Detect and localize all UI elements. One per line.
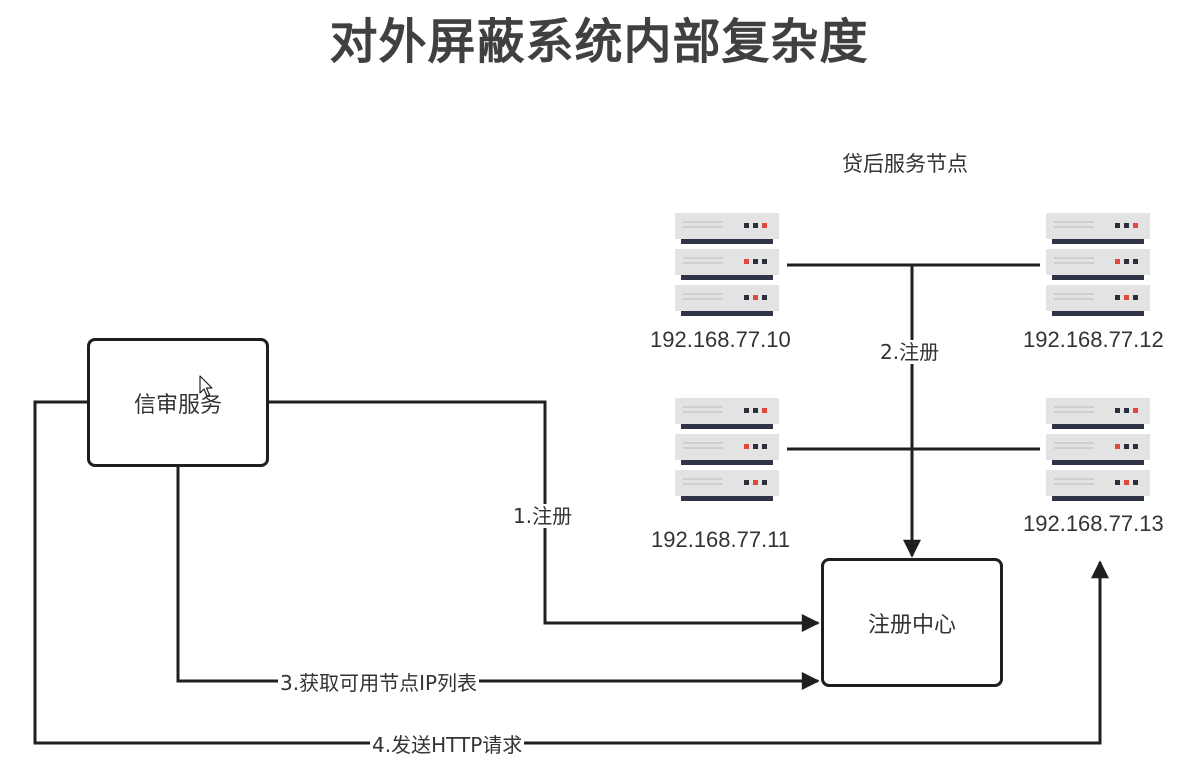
page-title: 对外屏蔽系统内部复杂度 — [329, 14, 869, 70]
group-label: 贷后服务节点 — [842, 152, 968, 176]
edge-send-4 — [33, 400, 1109, 745]
xinshen-service-node[interactable]: 信审服务 — [87, 338, 269, 467]
registry-center-label: 注册中心 — [867, 612, 956, 638]
server-icon — [675, 398, 779, 502]
mouse-cursor-icon — [199, 375, 213, 397]
edge-fetch-3 — [176, 467, 820, 690]
registry-center-node[interactable]: 注册中心 — [821, 558, 1003, 687]
server-icon — [1046, 213, 1150, 317]
server-icon — [1046, 398, 1150, 502]
server-ip-label: 192.168.77.10 — [650, 327, 791, 352]
server-icon — [675, 213, 779, 317]
edge-label-register-1: 1.注册 — [511, 504, 575, 528]
server-ip-label: 192.168.77.13 — [1023, 511, 1164, 536]
edge-label-register-2: 2.注册 — [878, 340, 942, 364]
server-ip-label: 192.168.77.12 — [1023, 327, 1164, 352]
edge-label-send-4: 4.发送HTTP请求 — [370, 733, 525, 757]
xinshen-service-label: 信审服务 — [133, 392, 222, 418]
edge-label-fetch-3: 3.获取可用节点IP列表 — [278, 671, 480, 695]
server-ip-label: 192.168.77.11 — [651, 527, 791, 552]
